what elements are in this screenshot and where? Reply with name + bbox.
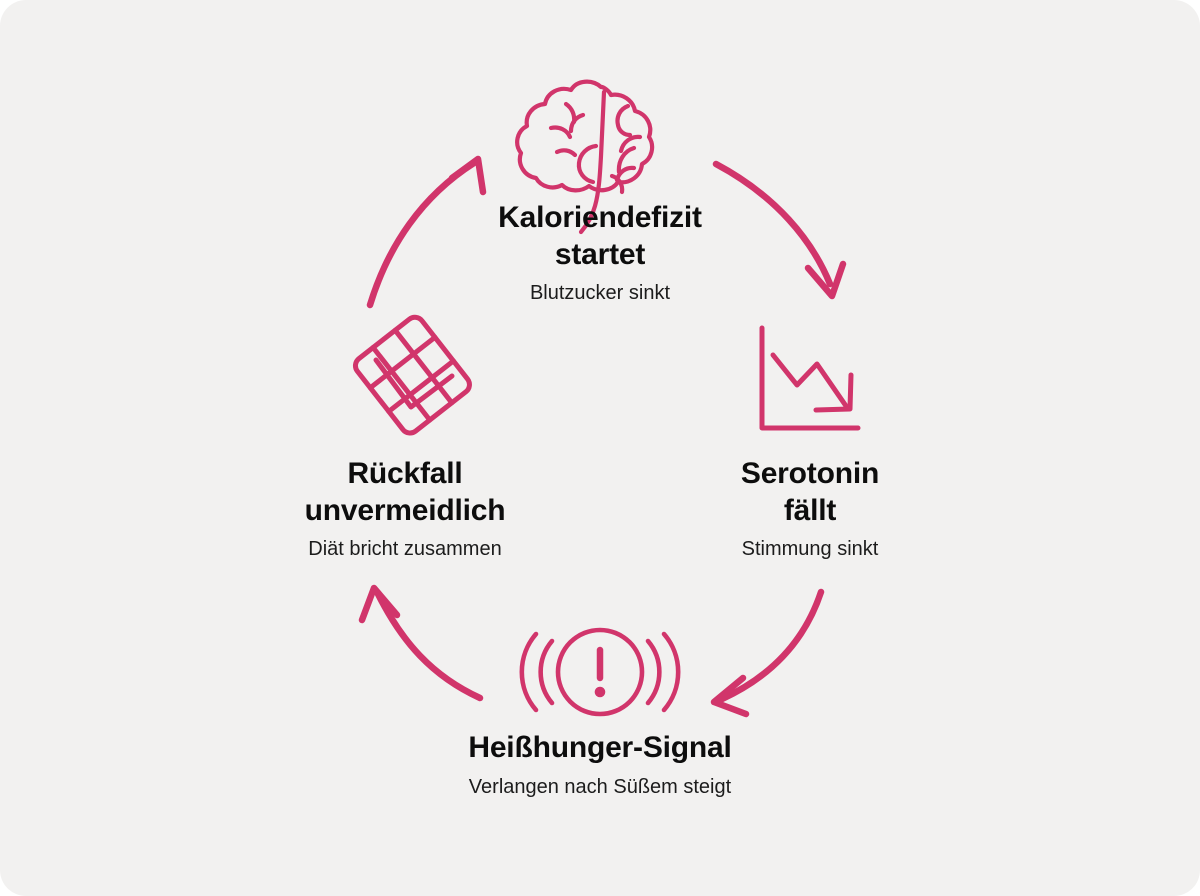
node-subtitle: Verlangen nach Süßem steigt (468, 775, 732, 798)
node-subtitle: Blutzucker sinkt (529, 282, 671, 305)
arrow-bottom-right (710, 588, 825, 718)
alert-signal-icon (519, 627, 681, 717)
node-heisshunger: Heißhunger-Signal Verlangen nach Süßem s… (380, 730, 820, 800)
node-kaloriendefizit: Kaloriendefizit startet Blutzucker sinkt (400, 200, 800, 306)
arrow-top-right (712, 160, 847, 300)
node-title: Serotonin fällt (740, 457, 880, 527)
arrow-top-left (366, 155, 487, 309)
node-subtitle: Stimmung sinkt (741, 538, 879, 561)
declining-chart-icon (759, 325, 861, 431)
node-title: Kaloriendefizit startet (498, 201, 702, 271)
node-title: Heißhunger-Signal (468, 731, 732, 764)
node-subtitle: Diät bricht zusammen (308, 538, 502, 561)
node-rueckfall: Rückfall unvermeidlich Diät bricht zusam… (255, 456, 555, 562)
chocolate-bar-icon (352, 314, 472, 436)
brain-icon (515, 79, 655, 235)
node-serotonin: Serotonin fällt Stimmung sinkt (676, 456, 944, 562)
arrow-bottom-left (358, 584, 484, 702)
node-title: Rückfall unvermeidlich (304, 457, 506, 527)
